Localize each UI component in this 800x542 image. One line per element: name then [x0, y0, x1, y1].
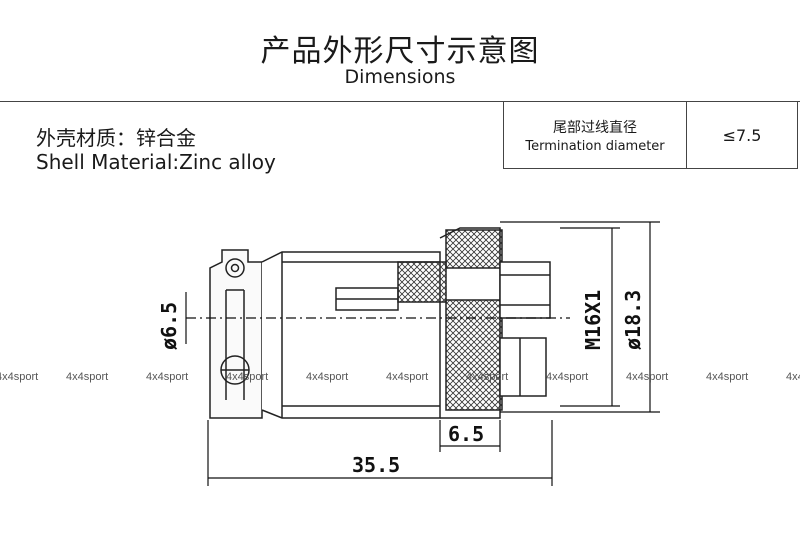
thread-label: M16X1 [581, 290, 605, 350]
watermark: 4x4sport [546, 371, 588, 383]
watermark: 4x4sport [146, 371, 188, 383]
watermark: 4x4sport [786, 371, 800, 383]
total-length-label: 35.5 [352, 453, 400, 477]
termination-spec-table: 尾部过线直径 Termination diameter ≤7.5 [503, 102, 798, 169]
pin-diameter-label: ø6.5 [157, 302, 181, 350]
shell-material-en: Shell Material:Zinc alloy [36, 150, 276, 174]
watermark-row: 4x4sport 4x4sport 4x4sport 4x4sport 4x4s… [0, 371, 800, 383]
watermark: 4x4sport [706, 371, 748, 383]
watermark: 4x4sport [306, 371, 348, 383]
header-divider [0, 101, 800, 102]
body-diameter-label: ø18.3 [621, 290, 645, 350]
shell-material-cn: 外壳材质：锌合金 [36, 126, 196, 150]
watermark: 4x4sport [626, 371, 668, 383]
spec-label-cn: 尾部过线直径 [553, 119, 637, 136]
watermark: 4x4sport [466, 371, 508, 383]
page-title: 产品外形尺寸示意图 [260, 34, 540, 69]
spec-label-cell: 尾部过线直径 Termination diameter [504, 102, 687, 168]
spec-label-en: Termination diameter [525, 138, 665, 154]
watermark: 4x4sport [0, 371, 38, 383]
nut-width-label: 6.5 [448, 422, 484, 446]
watermark: 4x4sport [386, 371, 428, 383]
page-subtitle: Dimensions [344, 66, 456, 88]
watermark: 4x4sport [66, 371, 108, 383]
spec-value: ≤7.5 [722, 125, 762, 145]
connector-body [209, 227, 551, 419]
dimension-lines [185, 221, 660, 486]
watermark: 4x4sport [226, 371, 268, 383]
